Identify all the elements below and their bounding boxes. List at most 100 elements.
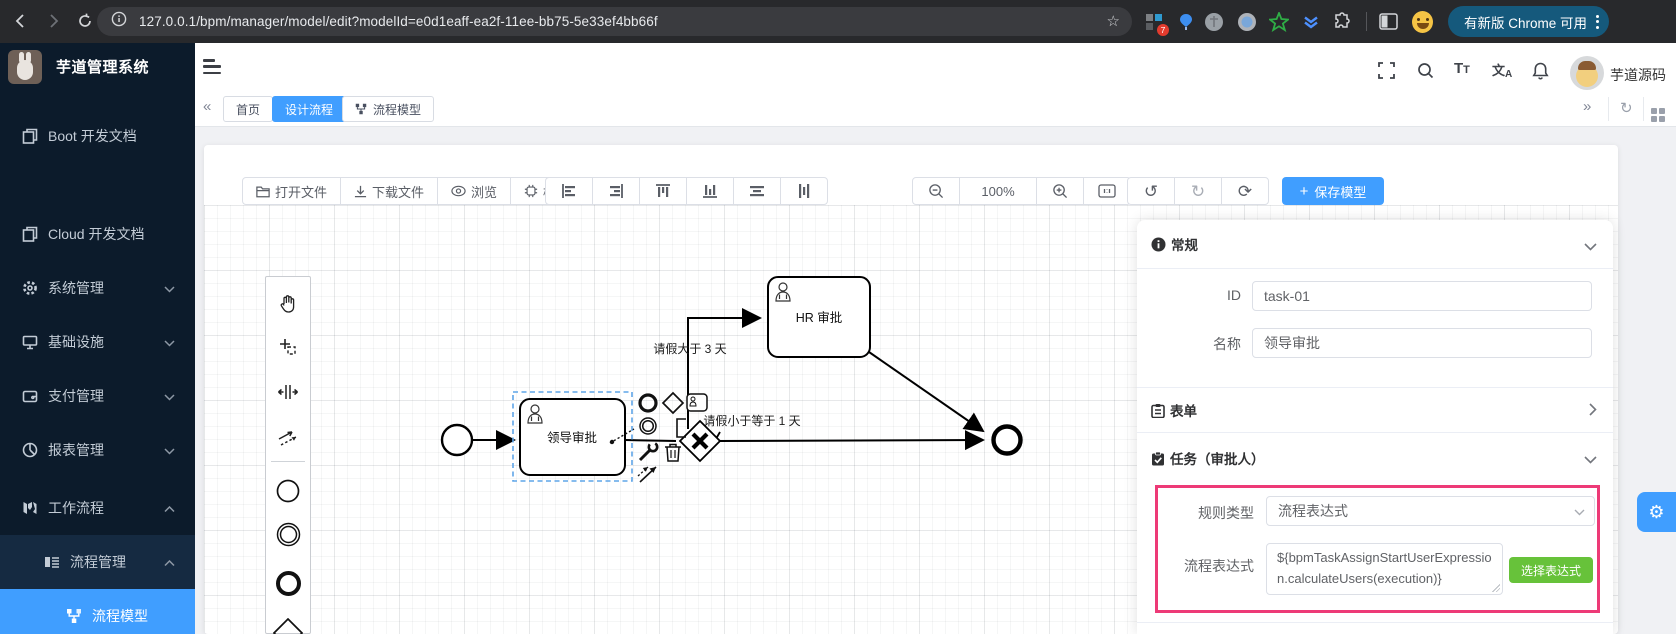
side-panel-icon[interactable]: [1378, 11, 1399, 32]
create-start-event-tool[interactable]: [266, 474, 310, 508]
flow-gateway-to-end[interactable]: [719, 430, 985, 451]
align-right-button[interactable]: [592, 177, 640, 205]
zoom-level-display[interactable]: 100%: [959, 177, 1037, 205]
task-leader[interactable]: 领导审批: [519, 398, 626, 476]
user-avatar[interactable]: [1570, 56, 1604, 90]
browser-back-icon[interactable]: [8, 8, 34, 34]
task-hr[interactable]: HR 审批: [767, 276, 871, 358]
tab-home[interactable]: 首页: [223, 96, 274, 122]
fullscreen-icon[interactable]: [1378, 62, 1395, 84]
align-left-button[interactable]: [545, 177, 593, 205]
section-general[interactable]: 常规: [1151, 234, 1198, 254]
url-text[interactable]: 127.0.0.1/bpm/manager/model/edit?modelId…: [139, 14, 658, 29]
create-intermediate-event-tool[interactable]: [266, 517, 310, 551]
tab-process-model[interactable]: 流程模型: [342, 96, 435, 122]
align-button-group: [545, 177, 828, 205]
global-connect-tool[interactable]: [266, 420, 310, 454]
save-model-button[interactable]: + 保存模型: [1282, 177, 1384, 205]
user-name[interactable]: 芋道源码: [1610, 67, 1666, 83]
undo-button[interactable]: ↺: [1127, 177, 1175, 205]
tabs-scroll-left-icon[interactable]: «: [203, 98, 212, 115]
browser-reload-icon[interactable]: [72, 8, 98, 34]
align-bottom-button[interactable]: [686, 177, 734, 205]
flow-gateway-to-hr[interactable]: [687, 308, 762, 429]
connect-tool-icon[interactable]: [637, 466, 657, 483]
open-file-button[interactable]: 打开文件: [242, 177, 342, 205]
preview-button[interactable]: 浏览: [437, 177, 512, 205]
sidebar-item-workflow[interactable]: 工作流程: [0, 481, 195, 535]
append-text-annotation-icon[interactable]: [676, 418, 686, 438]
rule-type-select[interactable]: 流程表达式: [1266, 496, 1595, 526]
tabs-layout-icon[interactable]: [1651, 101, 1665, 122]
change-type-wrench-icon[interactable]: [638, 441, 659, 462]
notification-bell-icon[interactable]: [1532, 62, 1549, 85]
section-form[interactable]: 表单: [1151, 400, 1197, 420]
zoom-out-button[interactable]: [912, 177, 960, 205]
extension-icon-2[interactable]: [1175, 11, 1196, 32]
extensions-puzzle-icon[interactable]: [1332, 11, 1353, 32]
translate-icon[interactable]: 文A: [1492, 63, 1513, 80]
site-info-icon[interactable]: [111, 11, 127, 32]
redo-button[interactable]: ↻: [1174, 177, 1222, 205]
create-end-event-tool[interactable]: [266, 566, 310, 600]
extension-icon-4[interactable]: [1236, 11, 1257, 32]
flow-hr-to-end[interactable]: [868, 351, 985, 433]
sidebar-item-report[interactable]: 报表管理: [0, 423, 195, 477]
search-icon[interactable]: [1417, 62, 1434, 84]
tabs-scroll-right-icon[interactable]: »: [1583, 98, 1592, 115]
align-center-vertical-button[interactable]: [780, 177, 828, 205]
exclusive-gateway[interactable]: [678, 419, 722, 463]
space-tool[interactable]: [266, 375, 310, 409]
id-input[interactable]: [1252, 281, 1592, 311]
sidebar-item-payment[interactable]: 支付管理: [0, 369, 195, 423]
delete-trash-icon[interactable]: [665, 443, 681, 462]
chevron-right-icon[interactable]: [1589, 403, 1597, 421]
name-input[interactable]: [1252, 328, 1592, 358]
font-size-icon[interactable]: TT: [1454, 60, 1470, 77]
chevron-down-icon[interactable]: [1584, 238, 1597, 256]
bookmark-star-icon[interactable]: ☆: [1106, 13, 1120, 30]
menu-collapse-icon[interactable]: [203, 59, 221, 74]
section-task-assignee[interactable]: 任务（审批人）: [1151, 448, 1265, 468]
sidebar-item-process-mgmt[interactable]: 流程管理: [0, 535, 195, 589]
choose-expression-button[interactable]: 选择表达式: [1509, 557, 1593, 583]
hand-tool[interactable]: [266, 287, 310, 321]
create-gateway-tool[interactable]: [266, 614, 310, 634]
extension-icon-5[interactable]: [1268, 11, 1289, 32]
append-intermediate-event-icon[interactable]: [639, 417, 657, 435]
expression-textarea[interactable]: ${bpmTaskAssignStartUserExpression.calcu…: [1266, 543, 1503, 595]
chrome-update-chip[interactable]: 有新版 Chrome 可用: [1448, 6, 1610, 37]
start-event[interactable]: [440, 423, 474, 457]
resize-handle[interactable]: [1492, 584, 1500, 592]
sidebar-item-boot-docs[interactable]: Boot 开发文档: [0, 109, 195, 163]
edge-label-gt3[interactable]: 请假大于 3 天: [653, 342, 726, 356]
restart-button[interactable]: ⟳: [1221, 177, 1269, 205]
download-file-button[interactable]: 下载文件: [340, 177, 439, 205]
browser-forward-icon[interactable]: [40, 8, 66, 34]
align-center-horizontal-button[interactable]: [733, 177, 781, 205]
align-top-button[interactable]: [639, 177, 687, 205]
extension-icon-3[interactable]: [1203, 11, 1224, 32]
url-bar[interactable]: 127.0.0.1/bpm/manager/model/edit?modelId…: [97, 7, 1132, 36]
sidebar-item-infra[interactable]: 基础设施: [0, 315, 195, 369]
lasso-tool[interactable]: [266, 330, 310, 364]
append-end-event-icon[interactable]: [638, 393, 658, 413]
edge-label-lte1[interactable]: 请假小于等于 1 天: [703, 414, 800, 428]
append-gateway-icon[interactable]: [661, 391, 685, 415]
zoom-in-button[interactable]: [1036, 177, 1084, 205]
sidebar-item-process-model[interactable]: 流程模型: [0, 589, 195, 634]
chrome-menu-icon[interactable]: [1596, 14, 1600, 29]
chevron-down-icon[interactable]: [1584, 451, 1597, 469]
tab-design-process[interactable]: 设计流程: [272, 96, 347, 122]
end-event[interactable]: [991, 424, 1023, 456]
extension-icon-6[interactable]: [1300, 11, 1321, 32]
sidebar-item-cloud-docs[interactable]: Cloud 开发文档: [0, 207, 195, 261]
sidebar-item-system[interactable]: 系统管理: [0, 261, 195, 315]
tabs-refresh-icon[interactable]: ↻: [1620, 100, 1633, 117]
zoom-reset-button[interactable]: [1083, 177, 1131, 205]
extension-icon-1[interactable]: 7: [1143, 11, 1169, 36]
flow-leader-to-gateway[interactable]: [624, 439, 677, 442]
profile-avatar-icon[interactable]: [1412, 10, 1433, 33]
append-user-task-icon[interactable]: [686, 393, 708, 412]
settings-gear-button[interactable]: ⚙: [1637, 492, 1676, 532]
